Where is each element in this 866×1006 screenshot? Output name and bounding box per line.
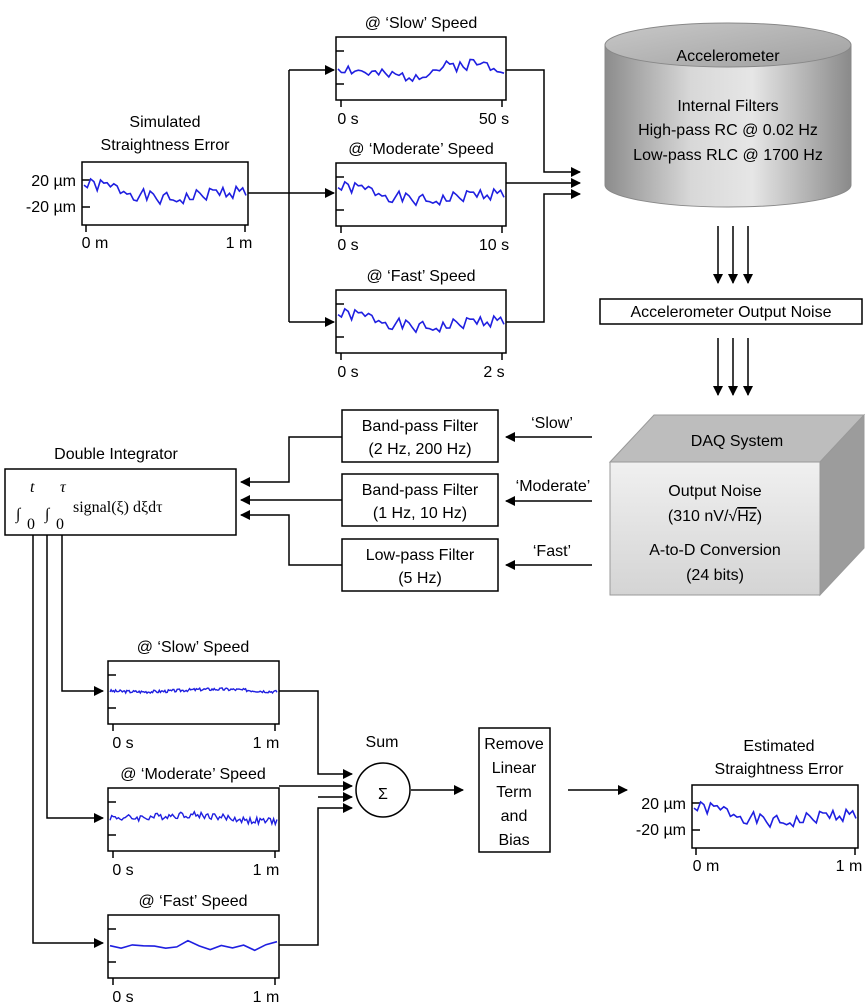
accelerometer-output-noise-box: Accelerometer Output Noise bbox=[600, 299, 862, 324]
input-x-right-label: 1 m bbox=[226, 235, 253, 252]
sum-symbol: Σ bbox=[378, 786, 388, 803]
output-plot-x-left: 0 s bbox=[112, 989, 133, 1006]
speed-plot-x-right: 2 s bbox=[483, 364, 504, 381]
sum-title: Sum bbox=[366, 734, 399, 751]
accelerometer-output-noise-label: Accelerometer Output Noise bbox=[631, 304, 832, 321]
remove-line: Linear bbox=[492, 760, 537, 777]
accelerometer-to-noise-arrows bbox=[718, 226, 748, 283]
output-plot-frame bbox=[108, 661, 279, 724]
output-plot-x-left: 0 s bbox=[112, 735, 133, 752]
integrator-title: Double Integrator bbox=[54, 446, 178, 463]
noise-to-daq-arrows bbox=[718, 338, 748, 395]
integral-lower-inner: 0 bbox=[56, 516, 64, 533]
integrator-to-output-connectors bbox=[33, 535, 103, 943]
filter-line1: Low-pass Filter bbox=[366, 547, 475, 564]
filter-speed-label-moderate: ‘Moderate’ bbox=[516, 478, 591, 495]
remove-line: and bbox=[501, 808, 528, 825]
daq-adc-bits: (24 bits) bbox=[686, 567, 744, 584]
output-plot-x-left: 0 s bbox=[112, 862, 133, 879]
output-plot-x-right: 1 m bbox=[253, 862, 280, 879]
output-plot-slow: @ ‘Slow’ Speed 0 s 1 m bbox=[108, 639, 279, 752]
output-to-sum-connectors bbox=[279, 691, 352, 945]
accelerometer-highpass: High-pass RC @ 0.02 Hz bbox=[638, 122, 818, 139]
output-plot-moderate: @ ‘Moderate’ Speed 0 s 1 m bbox=[108, 766, 279, 879]
filter-speed-label-slow: ‘Slow’ bbox=[531, 415, 573, 432]
speed-plot-title: @ ‘Slow’ Speed bbox=[365, 15, 478, 32]
filter-box-slow: Band-pass Filter (2 Hz, 200 Hz) bbox=[342, 410, 498, 462]
output-plot-fast: @ ‘Fast’ Speed 0 s 1 m bbox=[108, 893, 279, 1006]
filter-speed-label-fast: ‘Fast’ bbox=[533, 543, 571, 560]
output-plot-x-right: 1 m bbox=[253, 989, 280, 1006]
accelerometer-title: Accelerometer bbox=[676, 48, 780, 65]
speed-plot-fast: @ ‘Fast’ Speed 0 s 2 s bbox=[336, 268, 506, 381]
daq-noise-value: (310 nV/√Hz) bbox=[668, 508, 762, 525]
speed-plot-frame bbox=[336, 37, 506, 100]
estimate-y-bottom-label: -20 µm bbox=[636, 822, 686, 839]
speed-plot-frame bbox=[336, 163, 506, 226]
remove-line: Bias bbox=[498, 832, 529, 849]
estimate-x-right-label: 1 m bbox=[836, 858, 863, 875]
speed-plot-x-left: 0 s bbox=[337, 237, 358, 254]
remove-line: Remove bbox=[484, 736, 544, 753]
accelerometer-filters-title: Internal Filters bbox=[677, 98, 778, 115]
output-plot-title: @ ‘Moderate’ Speed bbox=[120, 766, 266, 783]
integral-upper-outer: t bbox=[30, 479, 35, 496]
input-y-bottom-label: -20 µm bbox=[26, 199, 76, 216]
filter-box-moderate: Band-pass Filter (1 Hz, 10 Hz) bbox=[342, 474, 498, 526]
integral-lower-outer: 0 bbox=[27, 516, 35, 533]
sqrt-symbol: √ bbox=[728, 508, 737, 525]
accelerometer-cylinder: Accelerometer Internal Filters High-pass… bbox=[605, 23, 851, 207]
estimate-y-top-label: 20 µm bbox=[641, 796, 686, 813]
speed-plot-frame bbox=[336, 290, 506, 353]
accelerometer-lowpass: Low-pass RLC @ 1700 Hz bbox=[633, 147, 823, 164]
estimate-title-line2: Straightness Error bbox=[715, 761, 845, 778]
output-plot-title: @ ‘Fast’ Speed bbox=[138, 893, 247, 910]
speed-plot-title: @ ‘Moderate’ Speed bbox=[348, 141, 494, 158]
speed-plot-moderate: @ ‘Moderate’ Speed 0 s 10 s bbox=[336, 141, 509, 254]
daq-system-box: DAQ System Output Noise (310 nV/√Hz) A-t… bbox=[610, 415, 864, 595]
speed-plot-x-left: 0 s bbox=[337, 111, 358, 128]
input-x-left-label: 0 m bbox=[82, 235, 109, 252]
input-plot-group: Simulated Straightness Error 20 µm -20 µ… bbox=[26, 114, 252, 252]
input-to-speed-connectors bbox=[248, 70, 334, 322]
speed-plot-x-right: 50 s bbox=[479, 111, 509, 128]
integrand: signal(ξ) dξdτ bbox=[73, 499, 163, 516]
filter-line2: (5 Hz) bbox=[398, 570, 442, 587]
filter-line2: (1 Hz, 10 Hz) bbox=[373, 505, 467, 522]
filter-line2: (2 Hz, 200 Hz) bbox=[368, 441, 471, 458]
daq-title: DAQ System bbox=[691, 433, 783, 450]
speed-plot-title: @ ‘Fast’ Speed bbox=[366, 268, 475, 285]
input-title-line1: Simulated bbox=[129, 114, 200, 131]
output-plot-frame bbox=[108, 915, 279, 978]
estimate-title-line1: Estimated bbox=[743, 738, 814, 755]
speed-plot-x-left: 0 s bbox=[337, 364, 358, 381]
speed-plot-x-right: 10 s bbox=[479, 237, 509, 254]
input-title-line2: Straightness Error bbox=[101, 137, 231, 154]
speed-to-accelerometer-connectors bbox=[506, 70, 580, 322]
sum-node: Sum Σ bbox=[356, 734, 410, 817]
remove-linear-term-box: Remove Linear Term and Bias bbox=[479, 728, 550, 852]
input-y-top-label: 20 µm bbox=[31, 173, 76, 190]
filter-line1: Band-pass Filter bbox=[362, 418, 479, 435]
output-plot-x-right: 1 m bbox=[253, 735, 280, 752]
output-plot-title: @ ‘Slow’ Speed bbox=[137, 639, 250, 656]
daq-noise-label: Output Noise bbox=[668, 483, 761, 500]
estimate-x-left-label: 0 m bbox=[693, 858, 720, 875]
double-integrator-box: Double Integrator ∫ t 0 ∫ τ 0 signal(ξ) … bbox=[5, 446, 236, 535]
daq-adc-label: A-to-D Conversion bbox=[649, 542, 781, 559]
speed-plot-slow: @ ‘Slow’ Speed 0 s 50 s bbox=[336, 15, 509, 128]
remove-line: Term bbox=[496, 784, 532, 801]
filter-line1: Band-pass Filter bbox=[362, 482, 479, 499]
estimate-plot-group: Estimated Straightness Error 20 µm -20 µ… bbox=[636, 738, 862, 875]
filter-to-integrator-connectors bbox=[241, 437, 342, 565]
filter-box-fast: Low-pass Filter (5 Hz) bbox=[342, 539, 498, 591]
